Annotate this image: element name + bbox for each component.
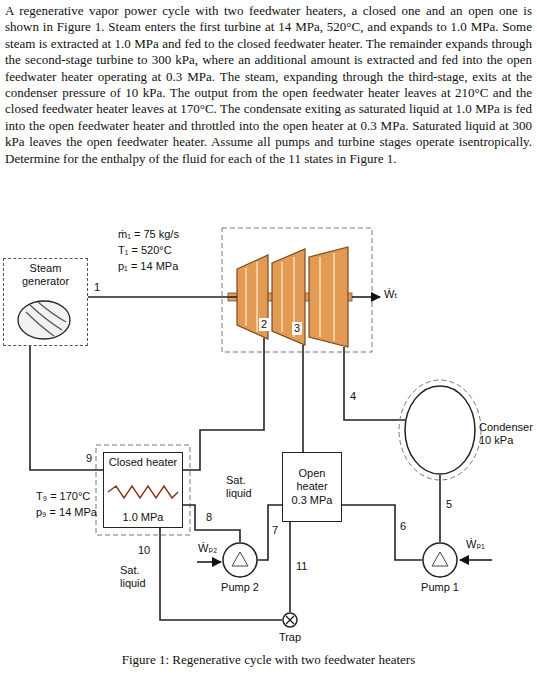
pipe-connector	[289, 522, 291, 612]
drawing-part	[272, 249, 305, 345]
state-label: p₁ = 14 MPa	[118, 260, 178, 273]
pump: Pump 1	[422, 542, 458, 578]
pipe-connector	[439, 475, 441, 542]
state-label: 4	[350, 390, 356, 403]
pump-shape	[222, 542, 258, 578]
drawing-part	[309, 247, 348, 347]
exhaust-pipe	[344, 347, 405, 420]
control-boundary	[399, 380, 481, 480]
pipe-connector	[258, 505, 282, 560]
control-boundary	[96, 445, 190, 535]
state-label: 5	[446, 498, 452, 511]
extraction-pipe	[302, 345, 304, 452]
state-label: Ẇₚ₁	[466, 538, 485, 551]
drawing-part	[245, 268, 247, 326]
heater-label: Closed heater	[107, 456, 179, 469]
pipe-connector	[183, 505, 240, 542]
state-label: 8	[206, 511, 212, 524]
box-label: Steam generator	[7, 262, 84, 288]
state-label: 11	[296, 560, 307, 573]
drawing-part	[38, 302, 66, 322]
state-label: 10	[138, 544, 150, 557]
boiler-coil-tubes	[26, 302, 66, 336]
trap-shape	[282, 612, 298, 628]
state-note: Sat. liquid	[120, 564, 156, 590]
trap: Trap	[282, 612, 298, 628]
node-label-group: Pump 1	[421, 581, 459, 594]
open-heater: Open heater0.3 MPa	[282, 452, 342, 522]
state-label: 1	[94, 281, 100, 294]
drawing-part	[26, 312, 54, 336]
state-label: 2	[259, 318, 269, 331]
node-label-group: Trap	[279, 631, 301, 644]
pump-casing	[423, 543, 457, 577]
node-label-group: Condenser10 kPa	[479, 421, 533, 447]
drawing-part	[281, 262, 283, 332]
state-label: 9	[86, 452, 92, 465]
work-arrow	[460, 559, 492, 561]
drawing-part	[333, 253, 335, 341]
steam-pipe	[88, 296, 237, 298]
turbine	[237, 247, 348, 347]
steam-generator: Steam generator	[3, 258, 88, 346]
pump-impeller	[432, 552, 448, 566]
node-label: 10 kPa	[479, 434, 533, 447]
trap-cross	[286, 616, 294, 624]
drawing-part	[256, 262, 258, 332]
state-label: Ẇₜ	[384, 288, 398, 301]
condenser-shape	[404, 385, 476, 475]
control-boundary	[222, 228, 372, 352]
state-label: Ẇₚ₂	[198, 542, 217, 555]
pipe-connector	[342, 505, 422, 560]
problem-text: A regenerative vapor power cycle with tw…	[5, 3, 532, 167]
pump-impeller	[232, 552, 248, 566]
boiler-coil	[18, 301, 70, 339]
pump: Pump 2	[222, 542, 258, 578]
state-label: 7	[272, 524, 278, 537]
box-label: Open heater	[286, 467, 338, 493]
drawing-part	[319, 257, 321, 337]
work-arrow	[352, 296, 380, 298]
extraction-pipe	[183, 338, 264, 470]
node-label-group: Pump 2	[221, 581, 259, 594]
state-label: p₉ = 14 MPa	[36, 506, 97, 519]
state-label: 6	[400, 520, 406, 533]
box-label: 0.3 MPa	[286, 494, 338, 507]
pipe-connector	[30, 346, 103, 470]
condenser: Condenser10 kPa	[404, 385, 476, 475]
closed-heater: Closed heater 1.0 MPa	[103, 452, 183, 528]
condenser-shell	[405, 386, 475, 474]
heater-label: 1.0 MPa	[107, 511, 179, 524]
node-label: Pump 2	[221, 581, 259, 594]
state-label: T₁ = 520°C	[118, 244, 172, 257]
pipe-connector	[160, 528, 282, 620]
pump-shape	[422, 542, 458, 578]
work-arrow	[197, 561, 221, 563]
heater-coil	[108, 486, 178, 498]
node-label: Trap	[279, 631, 301, 644]
state-label: T₉ = 170°C	[36, 490, 90, 503]
trap-body	[283, 613, 297, 627]
node-label: Pump 1	[421, 581, 459, 594]
pump-casing	[223, 543, 257, 577]
figure-caption: Figure 1: Regenerative cycle with two fe…	[0, 652, 537, 668]
node-label: Condenser	[479, 421, 533, 434]
state-note: Sat. liquid	[226, 474, 264, 500]
state-label: 3	[292, 322, 302, 335]
turbine-blades	[246, 253, 334, 341]
state-label: ṁ₁ = 75 kg/s	[118, 228, 179, 241]
